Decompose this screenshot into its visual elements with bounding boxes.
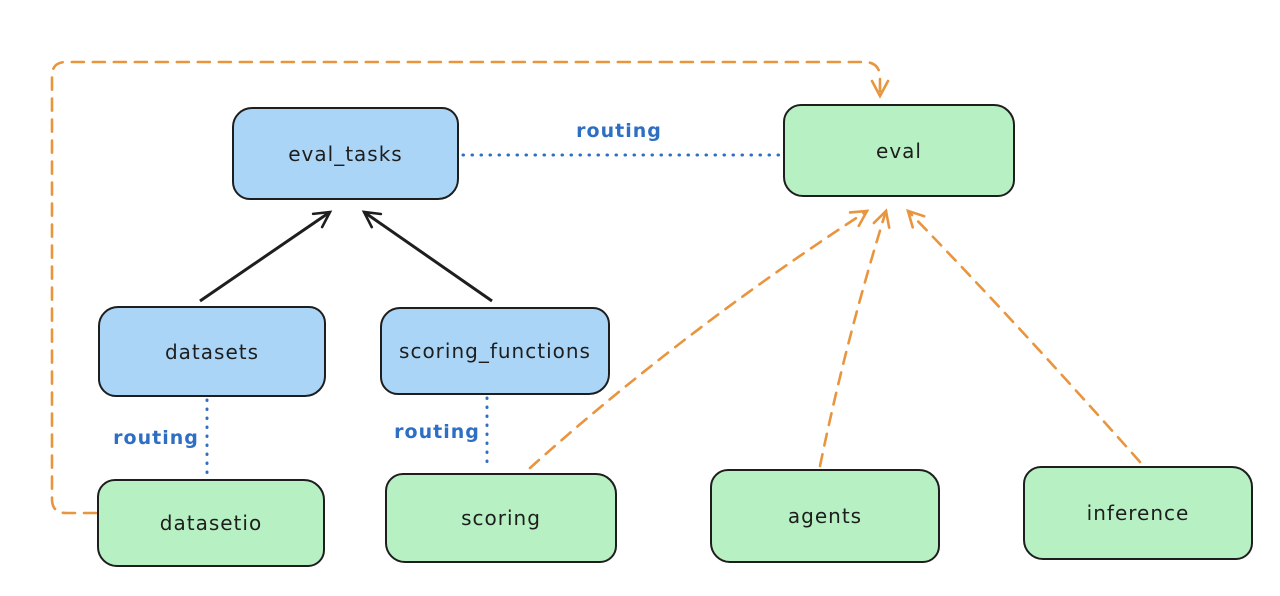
node-datasets-label: datasets bbox=[164, 339, 260, 364]
node-scoring: scoring bbox=[385, 473, 617, 563]
node-datasetio: datasetio bbox=[97, 479, 325, 567]
edge-label-routing-scoring-functions-scoring: routing bbox=[394, 421, 480, 443]
edge-inference-to-eval bbox=[906, 209, 1142, 464]
node-eval-tasks-label: eval_tasks bbox=[288, 141, 403, 166]
node-scoring-functions-label: scoring_functions bbox=[399, 339, 591, 363]
node-eval: eval bbox=[783, 104, 1015, 197]
node-eval-tasks: eval_tasks bbox=[232, 107, 459, 200]
edge-agents-to-eval bbox=[818, 208, 891, 468]
node-datasetio-label: datasetio bbox=[159, 511, 263, 535]
edge-datasetio-to-eval bbox=[50, 60, 890, 515]
node-inference-label: inference bbox=[1086, 501, 1190, 525]
node-scoring-label: scoring bbox=[461, 506, 541, 530]
node-scoring-functions: scoring_functions bbox=[380, 307, 610, 395]
node-inference: inference bbox=[1023, 466, 1253, 560]
edge-label-routing-eval-tasks-eval: routing bbox=[576, 120, 662, 142]
edge-datasets-to-eval-tasks bbox=[199, 210, 333, 303]
node-datasets: datasets bbox=[98, 306, 326, 397]
edge-scoring-functions-to-eval-tasks bbox=[361, 210, 493, 303]
node-agents: agents bbox=[710, 469, 940, 563]
node-agents-label: agents bbox=[787, 504, 863, 528]
edge-label-routing-datasets-datasetio: routing bbox=[113, 427, 199, 449]
node-eval-label: eval bbox=[876, 138, 922, 163]
edge-scoring-to-eval bbox=[528, 209, 870, 470]
